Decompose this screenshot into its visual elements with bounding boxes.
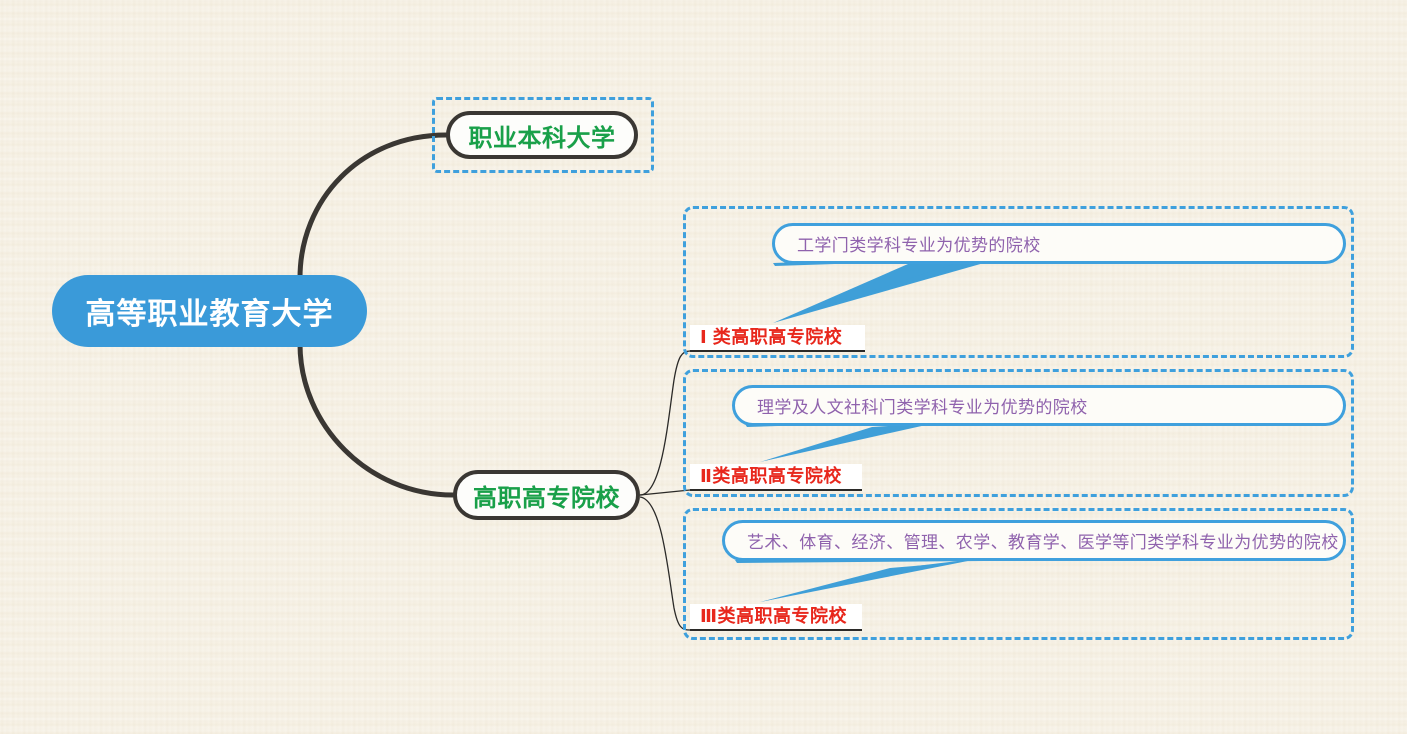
connector-gaozhi-to-group2 [639,489,691,496]
category-underline-group-3 [690,629,862,631]
branch-node-gaozhi-gaozhuan-yuanxiao[interactable]: 高职高专院校 [453,470,640,520]
category-text-group-2: Ⅱ类高职高专院校 [700,466,842,486]
category-label-group-3[interactable]: Ⅲ类高职高专院校 [690,604,862,631]
description-text-group-1: 工学门类学科专业为优势的院校 [797,236,1041,255]
connector-root-to-benke [297,132,449,281]
category-label-group-2[interactable]: Ⅱ类高职高专院校 [690,464,862,491]
category-label-group-1[interactable]: Ⅰ 类高职高专院校 [690,325,865,352]
description-text-group-3: 艺术、体育、经济、管理、农学、教育学、医学等门类学科专业为优势的院校 [747,533,1339,552]
root-node-label: 高等职业教育大学 [85,298,334,331]
description-text-group-2: 理学及人文社科门类学科专业为优势的院校 [757,398,1088,417]
branch-node-label-1: 职业本科大学 [468,124,616,152]
description-box-group-3[interactable]: 艺术、体育、经济、管理、农学、教育学、医学等门类学科专业为优势的院校 [722,520,1346,561]
description-box-group-2[interactable]: 理学及人文社科门类学科专业为优势的院校 [732,385,1346,426]
root-node[interactable]: 高等职业教育大学 [52,275,367,347]
branch-node-label-2: 高职高专院校 [473,484,620,512]
connector-root-to-gaozhi [297,341,456,498]
category-text-group-1: Ⅰ 类高职高专院校 [700,327,843,347]
description-box-group-1[interactable]: 工学门类学科专业为优势的院校 [772,223,1346,264]
dashed-box-benke [432,97,654,173]
branch-node-zhiye-benke-daxue[interactable]: 职业本科大学 [446,111,638,159]
dashed-box-group-2 [683,369,1354,497]
category-underline-group-1 [690,350,865,352]
category-text-group-3: Ⅲ类高职高专院校 [700,606,848,626]
dashed-box-group-3 [683,508,1354,640]
category-underline-group-2 [690,489,862,491]
dashed-box-group-1 [683,206,1354,358]
